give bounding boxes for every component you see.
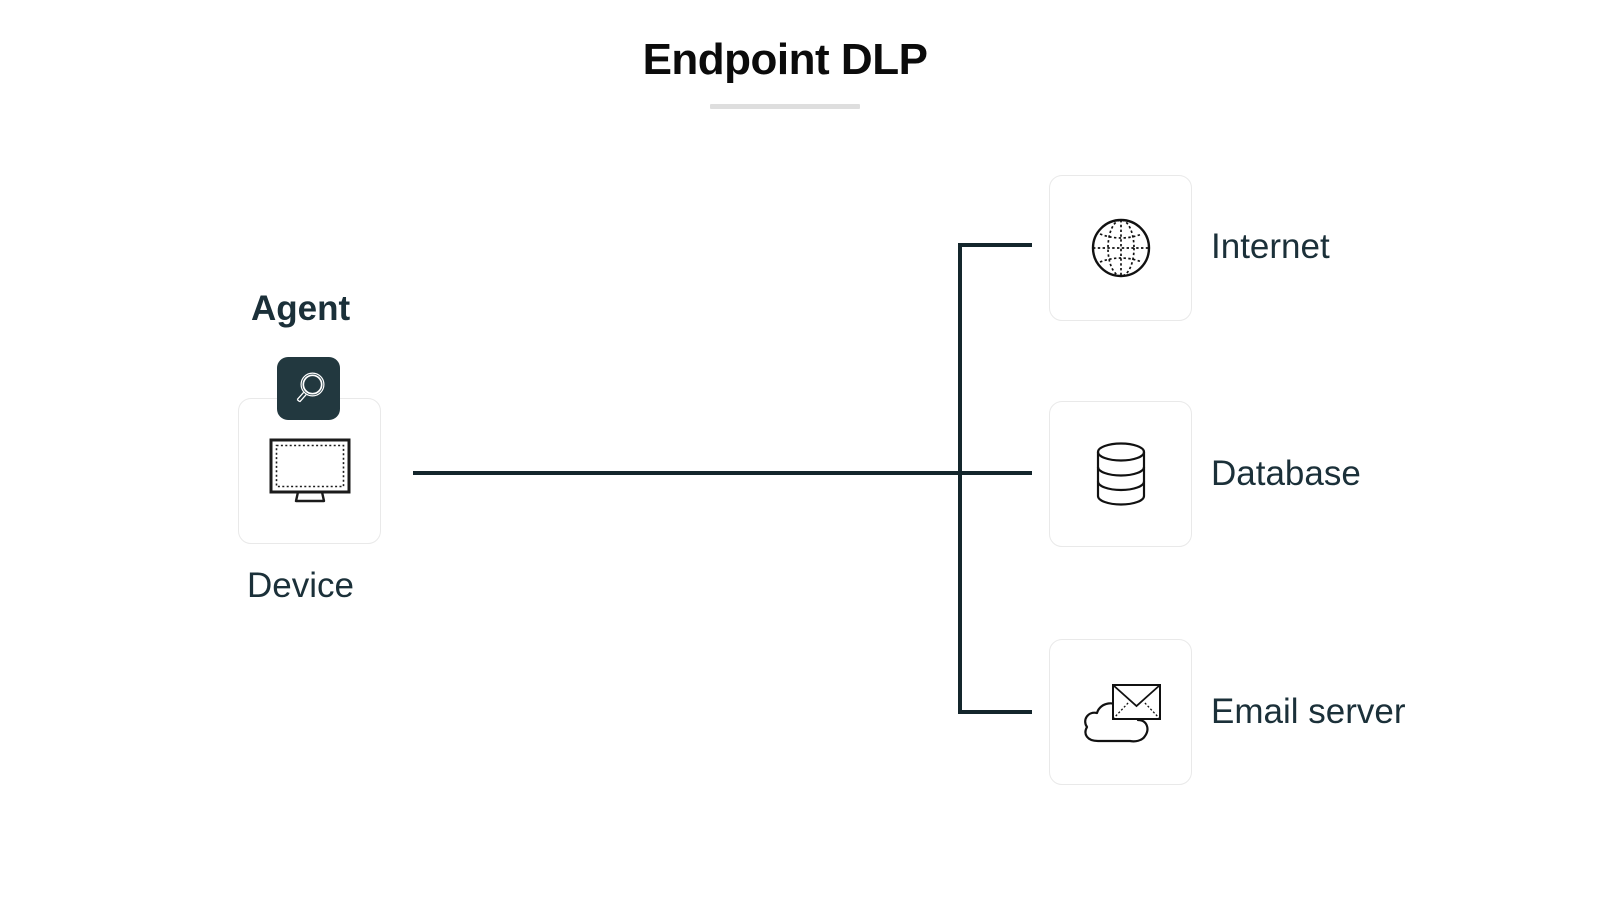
magnifying-glass-icon bbox=[290, 370, 328, 408]
database-node-card[interactable] bbox=[1049, 401, 1192, 547]
globe-icon bbox=[1088, 215, 1154, 281]
device-label: Device bbox=[247, 566, 354, 605]
page-title: Endpoint DLP bbox=[642, 35, 928, 84]
email-server-label: Email server bbox=[1211, 692, 1406, 731]
cloud-envelope-icon bbox=[1078, 675, 1164, 749]
internet-label: Internet bbox=[1211, 227, 1330, 266]
title-block: Endpoint DLP bbox=[0, 35, 1570, 110]
database-cylinder-icon bbox=[1093, 440, 1149, 508]
agent-badge[interactable] bbox=[277, 357, 340, 420]
agent-label: Agent bbox=[251, 289, 351, 328]
database-label: Database bbox=[1211, 454, 1361, 493]
device-node-card[interactable] bbox=[238, 398, 381, 544]
internet-node-card[interactable] bbox=[1049, 175, 1192, 321]
monitor-icon bbox=[269, 438, 351, 504]
title-underline-rule bbox=[710, 104, 860, 110]
email-server-node-card[interactable] bbox=[1049, 639, 1192, 785]
